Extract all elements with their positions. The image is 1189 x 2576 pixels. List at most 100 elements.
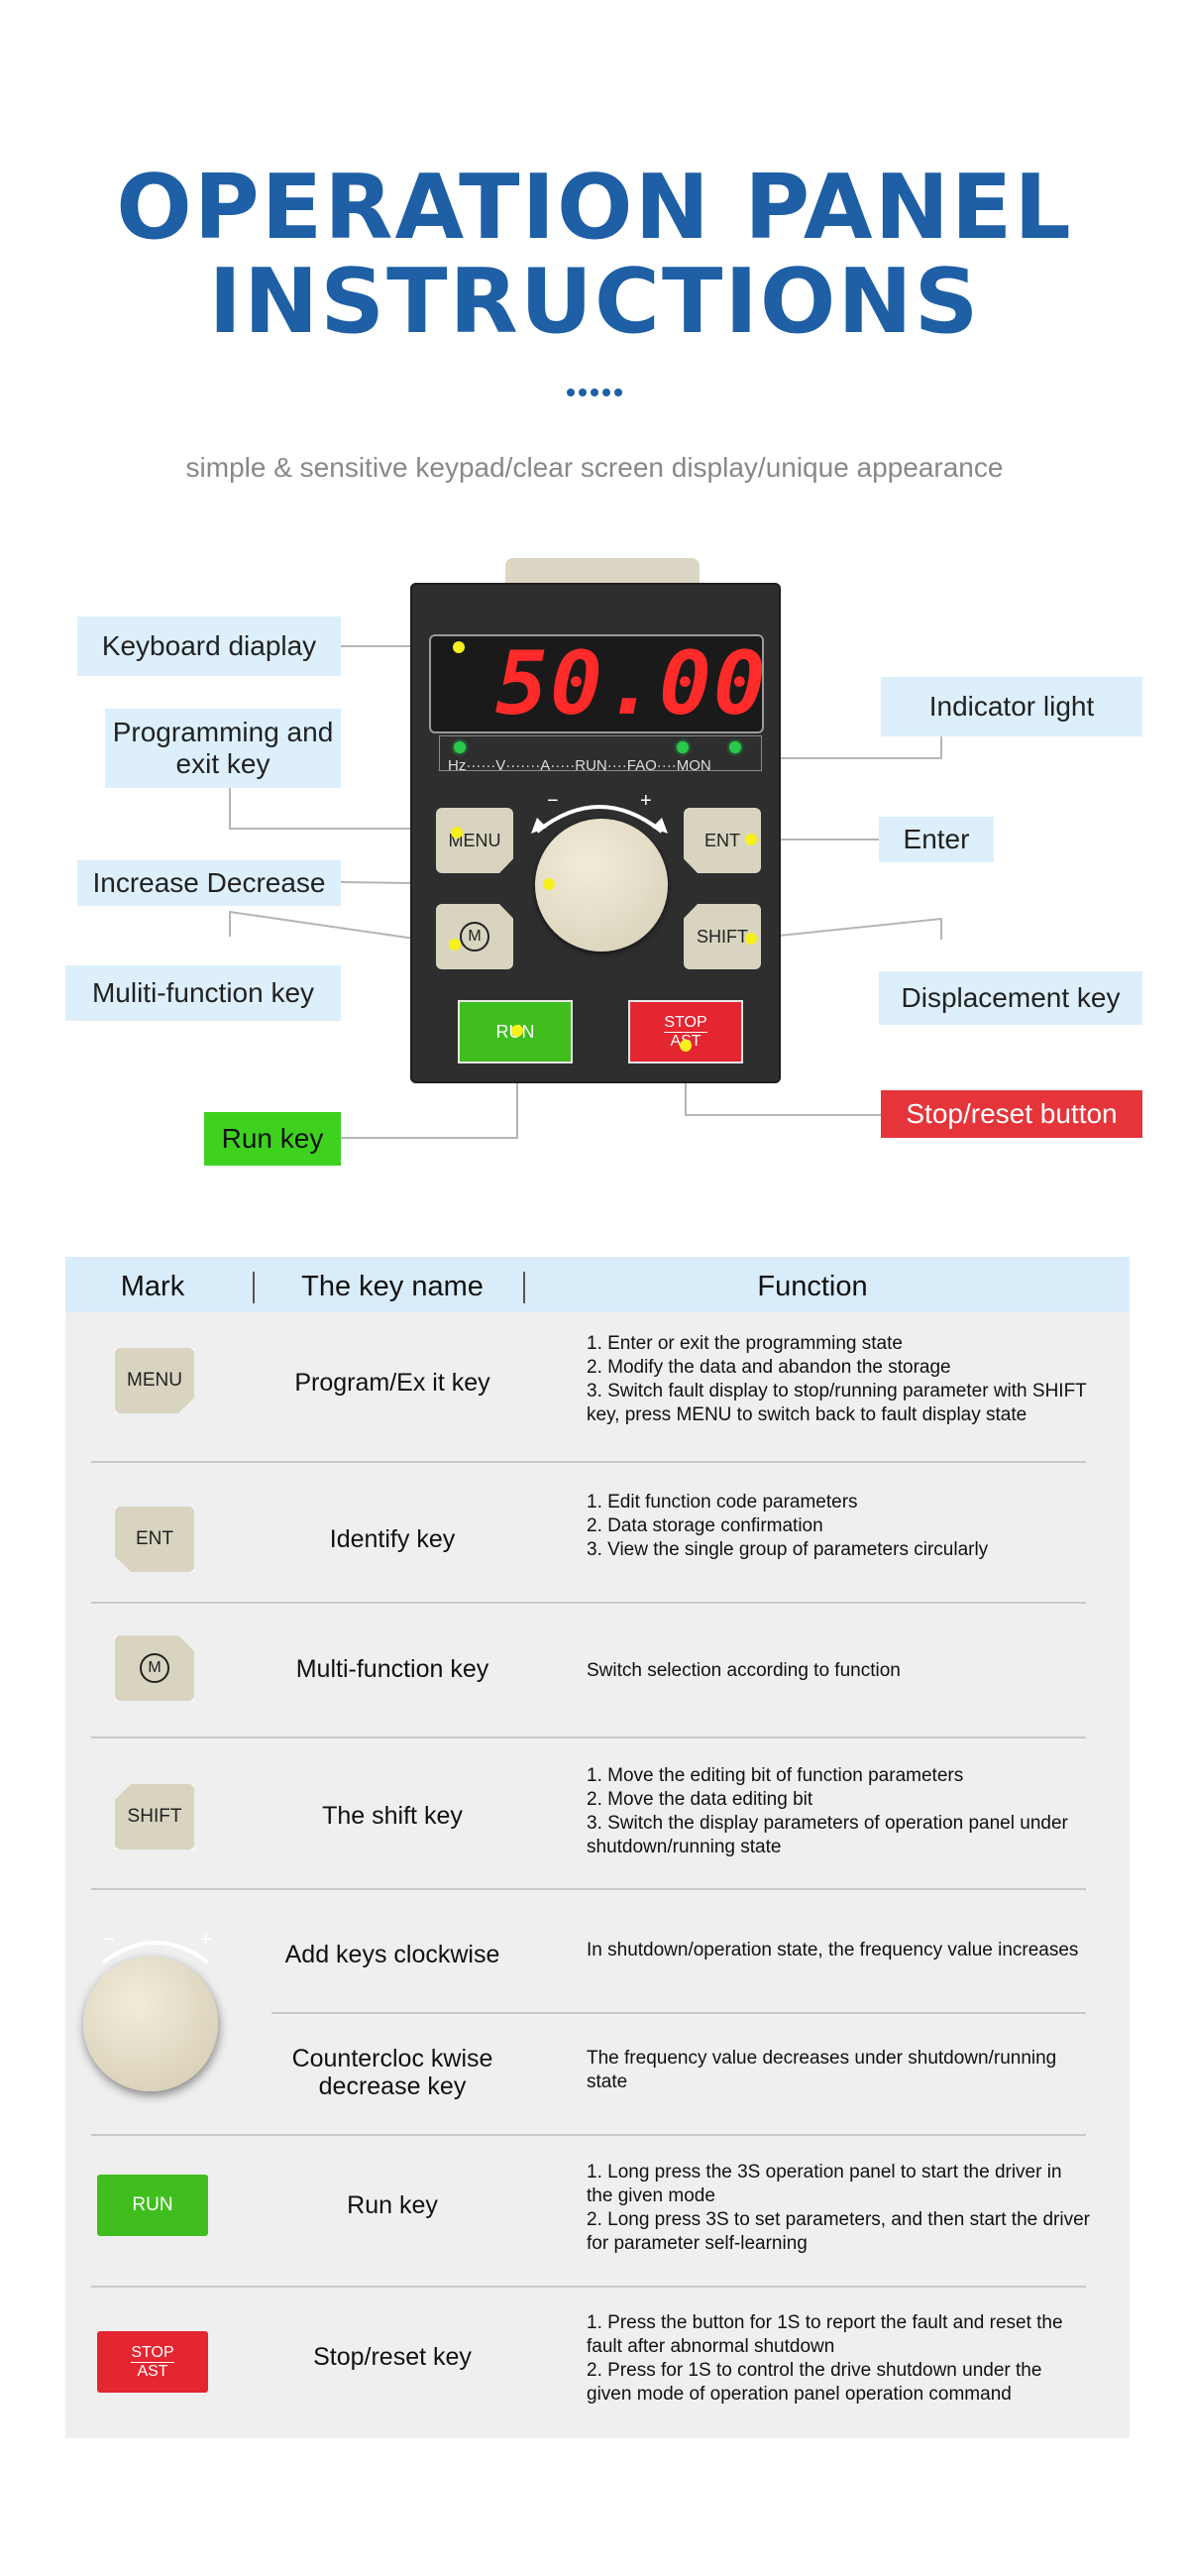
frequency-knob[interactable] bbox=[535, 819, 668, 952]
ent-button-label: ENT bbox=[704, 830, 740, 850]
shift-button-label: SHIFT bbox=[697, 926, 748, 947]
table-row-function: 1. Long press the 3S operation panel to … bbox=[587, 2161, 1092, 2256]
table-row-function: In shutdown/operation state, the frequen… bbox=[587, 1939, 1092, 1962]
svg-text:−: − bbox=[101, 1929, 116, 1950]
table-shift-key-label: SHIFT bbox=[127, 1806, 182, 1827]
function-line: 3. Switch fault display to stop/running … bbox=[587, 1381, 1087, 1425]
table-row-divider bbox=[91, 2134, 1086, 2136]
function-line: In shutdown/operation state, the frequen… bbox=[587, 1940, 1079, 1960]
table-header bbox=[65, 1257, 1130, 1312]
callout-marker-dot bbox=[745, 834, 757, 845]
table-row-divider bbox=[91, 2286, 1086, 2288]
function-line: Switch selection according to function bbox=[587, 1660, 901, 1681]
svg-text:+: + bbox=[198, 1929, 213, 1950]
page-subtitle: simple & sensitive keypad/clear screen d… bbox=[185, 452, 1004, 483]
table-menu-key-image: MENU bbox=[115, 1348, 194, 1413]
callout-stop-reset: Stop/reset button bbox=[881, 1090, 1142, 1138]
callout-marker-dot bbox=[451, 827, 463, 839]
m-circle-icon: M bbox=[140, 1653, 169, 1683]
led-display-frame bbox=[429, 634, 764, 733]
callout-enter: Enter bbox=[879, 817, 994, 862]
indicator-led-mon bbox=[729, 741, 741, 753]
function-line: The frequency value decreases under shut… bbox=[587, 2048, 1057, 2092]
table-row-function: Switch selection according to function bbox=[587, 1659, 1092, 1683]
rotation-arrow-icon bbox=[531, 805, 668, 834]
callout-multi-function: Muliti-function key bbox=[65, 965, 341, 1021]
callout-displacement: Displacement key bbox=[879, 971, 1142, 1025]
stop-button-label-top: STOP bbox=[664, 1013, 707, 1033]
table-row-name: Countercloc kwise decrease key bbox=[291, 2045, 493, 2100]
table-run-key-label: RUN bbox=[132, 2194, 173, 2215]
page-title-line2: INSTRUCTIONS bbox=[208, 250, 981, 354]
callout-marker-dot bbox=[511, 1025, 523, 1037]
table-row-name: Program/Ex it key bbox=[294, 1369, 490, 1397]
table-stop-key-image: STOP AST bbox=[97, 2331, 208, 2393]
table-header-separator bbox=[253, 1272, 255, 1303]
callout-marker-dot bbox=[449, 939, 461, 951]
callout-marker-dot bbox=[543, 878, 555, 890]
table-row-name: Identify key bbox=[329, 1525, 456, 1553]
function-line: 1. Move the editing bit of function para… bbox=[587, 1765, 964, 1786]
indicator-bar bbox=[439, 735, 762, 771]
function-line: 2. Data storage confirmation bbox=[587, 1515, 823, 1536]
page-title-line1: OPERATION PANEL bbox=[116, 156, 1073, 260]
multi-function-button[interactable]: M bbox=[436, 904, 513, 969]
knob-minus-label: − bbox=[547, 790, 559, 812]
m-circle-icon: M bbox=[460, 922, 489, 952]
callout-indicator-light: Indicator light bbox=[881, 677, 1142, 736]
table-row-divider bbox=[271, 2012, 1086, 2014]
callout-increase-decrease: Increase Decrease bbox=[77, 860, 341, 906]
table-row-function: The frequency value decreases under shut… bbox=[587, 2047, 1092, 2094]
function-line: 2. Long press 3S to set parameters, and … bbox=[587, 2209, 1090, 2254]
function-line: 2. Modify the data and abandon the stora… bbox=[587, 1357, 951, 1378]
table-stop-key-label-bottom: AST bbox=[137, 2362, 168, 2380]
table-ent-key-image: ENT bbox=[115, 1507, 194, 1572]
table-row-name: Run key bbox=[347, 2191, 438, 2219]
table-row-function: 1. Edit function code parameters 2. Data… bbox=[587, 1491, 1092, 1562]
table-row-name: Multi-function key bbox=[295, 1655, 489, 1683]
table-header-mark: Mark bbox=[120, 1271, 185, 1302]
table-ent-key-label: ENT bbox=[136, 1528, 173, 1549]
function-line: 1. Edit function code parameters bbox=[587, 1492, 858, 1512]
callout-marker-dot bbox=[745, 933, 757, 945]
table-row-name: Add keys clockwise bbox=[284, 1941, 500, 1968]
function-line: 1. Long press the 3S operation panel to … bbox=[587, 2162, 1062, 2206]
table-header-separator bbox=[523, 1272, 525, 1303]
table-rotation-arrow-icon: − + bbox=[101, 1929, 213, 1964]
decorative-dots bbox=[0, 384, 1189, 401]
function-line: 2. Press for 1S to control the drive shu… bbox=[587, 2360, 1042, 2405]
table-header-key-name: The key name bbox=[301, 1271, 484, 1302]
table-row-function: 1. Move the editing bit of function para… bbox=[587, 1764, 1092, 1859]
table-row-function: 1. Press the button for 1S to report the… bbox=[587, 2311, 1092, 2407]
callout-programming-exit: Programming and exit key bbox=[105, 709, 341, 788]
function-line: 2. Move the data editing bit bbox=[587, 1789, 813, 1810]
stop-reset-button[interactable]: STOP AST bbox=[628, 1000, 743, 1064]
table-menu-key-label: MENU bbox=[127, 1370, 182, 1391]
callout-keyboard-display: Keyboard diaplay bbox=[77, 616, 341, 676]
table-knob-image bbox=[83, 1957, 218, 2091]
table-header-function: Function bbox=[757, 1271, 868, 1302]
menu-button[interactable]: MENU bbox=[436, 808, 513, 873]
table-row-divider bbox=[91, 1736, 1086, 1738]
table-row-divider bbox=[91, 1888, 1086, 1890]
function-line: 1. Press the button for 1S to report the… bbox=[587, 2312, 1063, 2357]
callout-marker-dot bbox=[453, 641, 465, 653]
table-run-key-image: RUN bbox=[97, 2175, 208, 2236]
table-row-name: The shift key bbox=[322, 1802, 463, 1830]
function-line: 3. View the single group of parameters c… bbox=[587, 1539, 989, 1560]
indicator-led-fao bbox=[677, 741, 689, 753]
table-m-key-label: M bbox=[148, 1659, 162, 1676]
table-row-name: Stop/reset key bbox=[313, 2343, 472, 2371]
indicator-led-hz bbox=[454, 741, 466, 753]
callout-marker-dot bbox=[680, 1040, 692, 1052]
run-button[interactable]: RUN bbox=[458, 1000, 573, 1064]
table-row-divider bbox=[91, 1461, 1086, 1463]
table-row-divider bbox=[91, 1602, 1086, 1604]
table-m-key-image: M bbox=[115, 1635, 194, 1701]
callout-run-key: Run key bbox=[204, 1112, 341, 1166]
key-function-table bbox=[65, 1257, 1130, 2438]
table-shift-key-image: SHIFT bbox=[115, 1784, 194, 1849]
table-stop-key-label-top: STOP bbox=[131, 2343, 174, 2363]
led-display-value: 50.00 bbox=[495, 632, 768, 734]
function-line: 1. Enter or exit the programming state bbox=[587, 1333, 903, 1354]
